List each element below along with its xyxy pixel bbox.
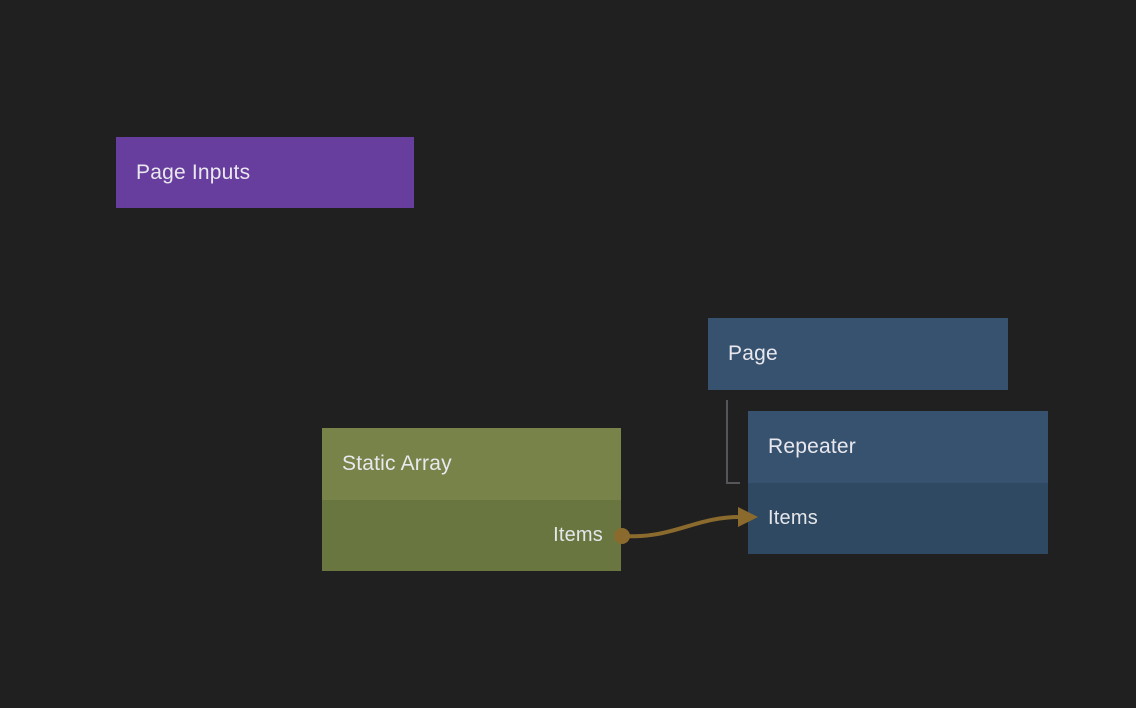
node-repeater[interactable]: Repeater Items	[748, 411, 1048, 554]
repeater-items-input-row[interactable]: Items	[748, 483, 1048, 554]
static-array-items-output-label: Items	[553, 524, 603, 546]
node-page-inputs-title: Page Inputs	[136, 160, 251, 184]
node-static-array-header[interactable]: Static Array	[322, 428, 621, 500]
node-page[interactable]: Page	[708, 318, 1008, 390]
wire-items-connection[interactable]	[620, 515, 742, 539]
parent-child-connector-line	[726, 400, 740, 484]
node-page-title: Page	[728, 342, 778, 365]
static-array-items-output-row[interactable]: Items	[322, 500, 621, 571]
node-static-array[interactable]: Static Array Items	[322, 428, 621, 571]
node-static-array-title: Static Array	[342, 452, 452, 475]
node-page-inputs[interactable]: Page Inputs	[116, 137, 414, 208]
node-page-header[interactable]: Page	[708, 318, 1008, 390]
node-page-inputs-header[interactable]: Page Inputs	[116, 137, 414, 208]
repeater-items-input-label: Items	[768, 507, 818, 529]
node-repeater-title: Repeater	[768, 435, 856, 458]
node-repeater-header[interactable]: Repeater	[748, 411, 1048, 483]
